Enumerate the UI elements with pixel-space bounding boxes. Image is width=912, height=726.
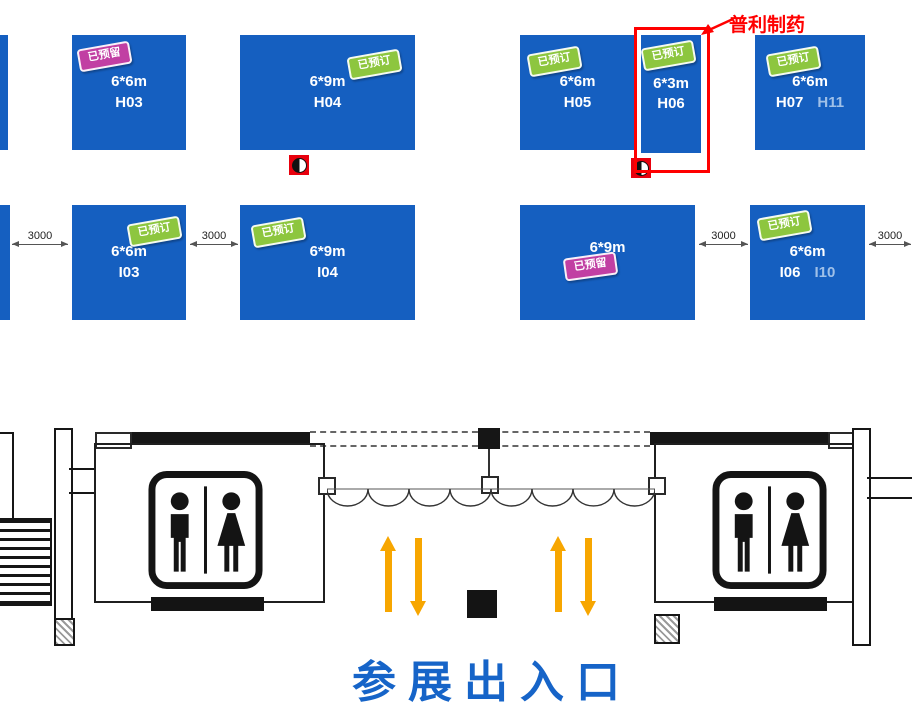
dimension-line-icon: [869, 241, 911, 247]
entrance-title: 参展出入口: [352, 658, 632, 707]
booth-partial-left-top[interactable]: [0, 35, 8, 150]
wall-segment: [128, 432, 310, 445]
dimension-line-icon: [12, 241, 68, 247]
wall-window: [0, 432, 14, 520]
dimension-3000: 3000: [190, 230, 238, 247]
booth-id: I03: [118, 263, 140, 281]
booth-id: I04: [317, 263, 338, 281]
utility-point-marker: [289, 155, 309, 175]
stairs: [0, 518, 52, 606]
booth-h05[interactable]: 已预订 6*6m H05: [520, 35, 635, 150]
dimension-label: 3000: [27, 230, 53, 242]
booth-h03[interactable]: 已预留 6*6m H03: [72, 35, 186, 150]
booth-partial-left-bottom[interactable]: [0, 205, 10, 320]
booth-i03[interactable]: 已预订 6*6m I03: [72, 205, 186, 320]
booth-h07[interactable]: 已预订 6*6m H07 H11: [755, 35, 865, 150]
arrow-head: [580, 601, 596, 616]
booth-alt-id: H11: [817, 93, 845, 111]
booth-i06[interactable]: 已预订 6*6m I06 I10: [750, 205, 865, 320]
dimension-line-icon: [699, 241, 748, 247]
booth-id: H03: [115, 93, 143, 111]
dimension-3000: 3000: [869, 230, 911, 247]
booth-size: 6*9m: [309, 73, 346, 91]
restroom-sign-icon: [712, 470, 827, 590]
exit-arrow-down-icon: [410, 538, 426, 616]
dimension-3000: 3000: [12, 230, 68, 247]
booth-id: H05: [563, 93, 592, 111]
door-post: [648, 477, 666, 495]
exit-arrow-down-icon: [580, 538, 596, 616]
wall-line: [69, 492, 94, 494]
booth-alt-id: I10: [814, 263, 836, 281]
annotation-arrow-icon: [701, 17, 734, 35]
booth-id-row: I06 I10: [780, 263, 836, 283]
booked-badge: 已预订: [756, 209, 813, 242]
hatched-block: [54, 618, 75, 646]
booth-id: I06: [779, 263, 801, 281]
man-icon: [170, 492, 189, 572]
woman-icon: [217, 492, 246, 572]
entry-arrow-up-icon: [550, 536, 566, 612]
booth-size: 6*9m: [309, 243, 346, 261]
booth-size: 6*6m: [789, 243, 826, 261]
booked-badge: 已预订: [250, 216, 307, 249]
booth-size: 6*6m: [559, 73, 596, 91]
arrow-head: [380, 536, 396, 551]
arrow-shaft: [584, 538, 592, 601]
hatched-wall: [714, 597, 827, 611]
dimension-label: 3000: [877, 230, 903, 242]
structural-column: [478, 428, 500, 449]
wall-line: [69, 468, 94, 470]
wall-line: [867, 477, 912, 479]
booth-i04[interactable]: 已预订 6*9m I04: [240, 205, 415, 320]
half-circle-icon: [291, 157, 307, 173]
hatched-wall: [151, 597, 264, 611]
arrow-shaft: [384, 551, 392, 612]
booth-id-row: H07 H11: [776, 93, 844, 113]
entry-arrow-up-icon: [380, 536, 396, 612]
restroom-sign-icon: [148, 470, 263, 590]
arrow-shaft: [554, 551, 562, 612]
booth-size: 6*9m: [589, 239, 626, 257]
dimension-3000: 3000: [699, 230, 748, 247]
booth-size: 6*6m: [111, 243, 147, 261]
door-post: [318, 477, 336, 495]
entrance-doors-icon: [327, 488, 655, 507]
double-wall: [54, 428, 73, 646]
booth-id: H07: [775, 93, 804, 111]
booth-size: 6*6m: [792, 73, 828, 91]
booth-size: 6*3m: [653, 74, 689, 92]
booth-id: H06: [657, 95, 685, 112]
highlight-box-h06: [634, 27, 710, 173]
booth-h06[interactable]: 已预订 6*3m H06: [640, 35, 701, 153]
woman-icon: [781, 492, 810, 572]
booth-id: H04: [313, 93, 342, 111]
arrow-shaft: [414, 538, 422, 601]
arrow-head: [550, 536, 566, 551]
booked-badge: 已预订: [346, 48, 403, 81]
column-block: [467, 590, 497, 618]
reserved-badge: 已预留: [76, 40, 133, 73]
dimension-label: 3000: [711, 230, 736, 242]
hatched-block: [654, 614, 680, 644]
booth-unlabeled[interactable]: 已预留 6*9m: [520, 205, 695, 320]
arrow-head: [410, 601, 426, 616]
booth-h04[interactable]: 已预订 6*9m H04: [240, 35, 415, 150]
dimension-label: 3000: [201, 230, 227, 242]
wall-line: [867, 497, 912, 499]
dimension-line-icon: [190, 241, 238, 247]
column-stem-line: [488, 449, 490, 481]
wall-segment: [650, 432, 830, 445]
annotation-label: 普利制药: [729, 15, 806, 36]
double-wall: [852, 428, 871, 646]
man-icon: [734, 492, 753, 572]
booth-size: 6*6m: [111, 73, 147, 91]
booked-badge: 已预订: [126, 215, 183, 248]
